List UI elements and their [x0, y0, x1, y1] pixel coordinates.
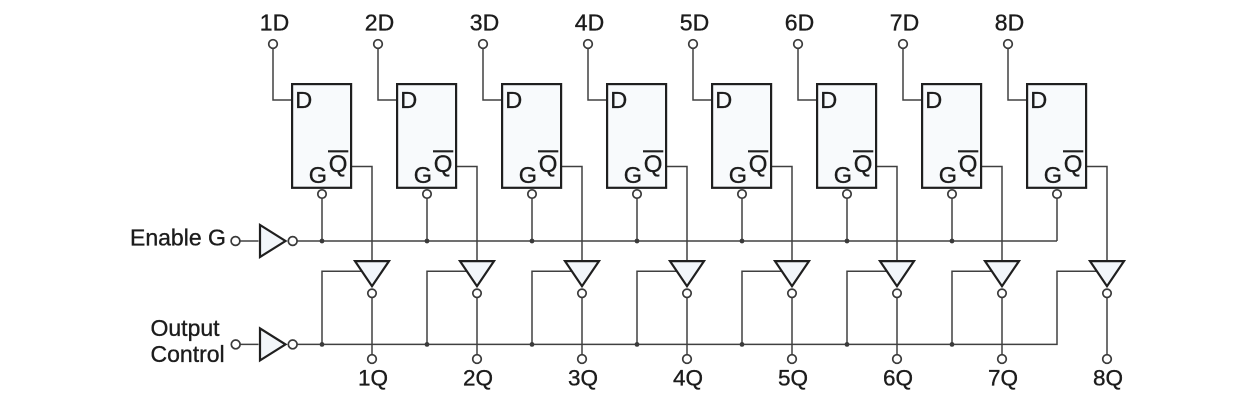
svg-text:Output: Output — [151, 315, 221, 341]
svg-text:1D: 1D — [260, 10, 289, 36]
svg-text:4D: 4D — [575, 10, 604, 36]
svg-text:Q: Q — [434, 151, 453, 178]
svg-text:G: G — [834, 162, 852, 188]
svg-text:Q: Q — [854, 151, 873, 178]
svg-text:5D: 5D — [680, 10, 709, 36]
svg-text:Q: Q — [749, 151, 768, 178]
svg-text:G: G — [414, 162, 432, 188]
svg-text:3Q: 3Q — [568, 365, 598, 390]
svg-text:D: D — [295, 87, 312, 113]
svg-text:6Q: 6Q — [883, 365, 913, 390]
svg-text:G: G — [519, 162, 537, 188]
svg-text:3D: 3D — [470, 10, 499, 36]
svg-text:8Q: 8Q — [1093, 365, 1123, 390]
svg-text:Q: Q — [1064, 151, 1083, 178]
svg-text:D: D — [1030, 87, 1047, 113]
svg-text:8D: 8D — [995, 10, 1024, 36]
svg-text:G: G — [729, 162, 747, 188]
svg-text:Q: Q — [644, 151, 663, 178]
svg-text:D: D — [820, 87, 837, 113]
svg-text:D: D — [400, 87, 417, 113]
svg-text:4Q: 4Q — [673, 365, 703, 390]
svg-text:D: D — [715, 87, 732, 113]
svg-text:Control: Control — [151, 341, 225, 367]
svg-text:7Q: 7Q — [988, 365, 1018, 390]
svg-text:G: G — [939, 162, 957, 188]
svg-text:D: D — [610, 87, 627, 113]
svg-text:G: G — [1044, 162, 1062, 188]
svg-text:1Q: 1Q — [358, 365, 388, 390]
svg-text:D: D — [505, 87, 522, 113]
svg-text:Enable G: Enable G — [130, 225, 226, 251]
svg-text:Q: Q — [329, 151, 348, 178]
svg-text:6D: 6D — [785, 10, 814, 36]
svg-text:2D: 2D — [365, 10, 394, 36]
svg-text:G: G — [624, 162, 642, 188]
svg-text:G: G — [309, 162, 327, 188]
svg-text:D: D — [925, 87, 942, 113]
svg-text:7D: 7D — [890, 10, 919, 36]
svg-text:Q: Q — [539, 151, 558, 178]
svg-text:Q: Q — [959, 151, 978, 178]
svg-text:2Q: 2Q — [463, 365, 493, 390]
svg-text:5Q: 5Q — [778, 365, 808, 390]
